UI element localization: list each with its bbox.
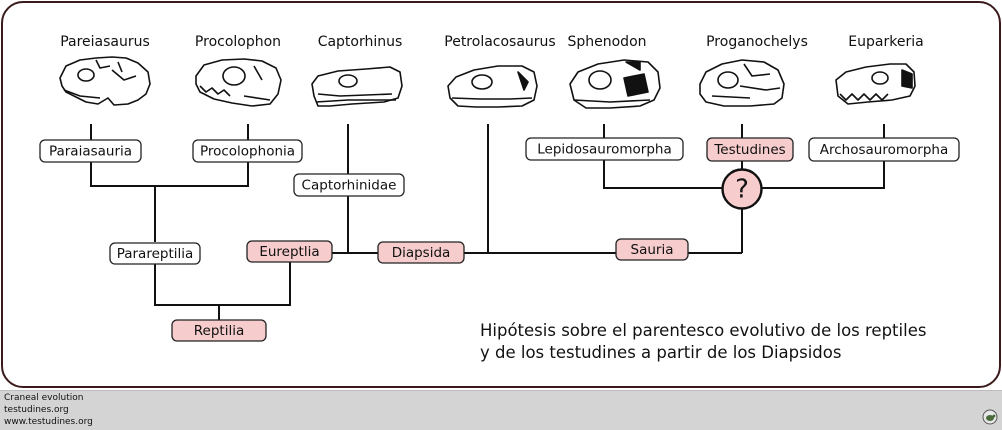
footer-site-name: testudines.org [4,405,69,415]
captorhinus-skull-icon [311,66,403,107]
taxon-proganochelys: Proganochelys [706,34,808,50]
caption-line-1: Hipótesis sobre el parentesco evolutivo … [480,321,926,340]
clade-paraiasauria-label: Paraiasauria [49,144,132,160]
taxon-captorhinus: Captorhinus [318,34,403,50]
clade-lepidosauromorpha-label: Lepidosauromorpha [537,142,671,158]
clade-reptilia: Reptilia [171,319,267,342]
taxon-euparkeria: Euparkeria [848,34,923,50]
petrolacosaurus-skull-icon [447,65,538,108]
clade-eureptlia-label: Eureptlia [259,244,319,260]
clade-captorhinidae: Captorhinidae [293,173,405,197]
question-mark-icon: ? [735,175,749,205]
euparkeria-skull-icon [835,63,916,105]
clade-paraiasauria: Paraiasauria [39,139,142,163]
footer-site-url: www.testudines.org [4,417,93,427]
clade-testudines-label: Testudines [713,142,785,158]
clade-parareptilia: Parareptilia [109,242,201,265]
clade-archosauromorpha-label: Archosauromorpha [820,142,948,158]
clade-diapsida: Diapsida [377,241,465,264]
uncertain-node: ? [721,168,763,210]
clade-eureptlia: Eureptlia [246,240,333,263]
footer-credit-title: Craneal evolution [4,393,84,403]
clade-parareptilia-label: Parareptilia [117,246,194,262]
sphenodon-skull-icon [569,59,661,109]
taxon-pareiasaurus: Pareiasaurus [60,34,150,50]
tree-branches [90,124,885,320]
clade-reptilia-label: Reptilia [194,323,244,339]
clade-sauria: Sauria [615,238,689,261]
clade-captorhinidae-label: Captorhinidae [302,178,397,194]
clade-diapsida-label: Diapsida [392,245,451,261]
phylogenetic-tree: Pareiasaurus Procolophon Captorhinus Pet… [39,34,960,362]
taxon-procolophon: Procolophon [195,34,281,50]
taxon-petrolacosaurus: Petrolacosaurus [444,34,555,50]
caption-line-2: y de los testudines a partir de los Diap… [480,343,841,362]
clade-testudines: Testudines [706,137,794,162]
clade-lepidosauromorpha: Lepidosauromorpha [525,137,684,161]
clade-sauria-label: Sauria [631,242,674,258]
pareiasaurus-skull-icon [59,56,151,106]
proganochelys-skull-icon [699,59,785,107]
taxon-sphenodon: Sphenodon [567,34,646,50]
procolophon-skull-icon [195,58,282,107]
clade-procolophonia-label: Procolophonia [200,144,295,160]
clade-procolophonia: Procolophonia [192,139,303,163]
clade-archosauromorpha: Archosauromorpha [808,137,960,162]
footer-bar: Craneal evolution testudines.org www.tes… [0,390,1002,430]
turtle-logo-icon [982,409,998,425]
